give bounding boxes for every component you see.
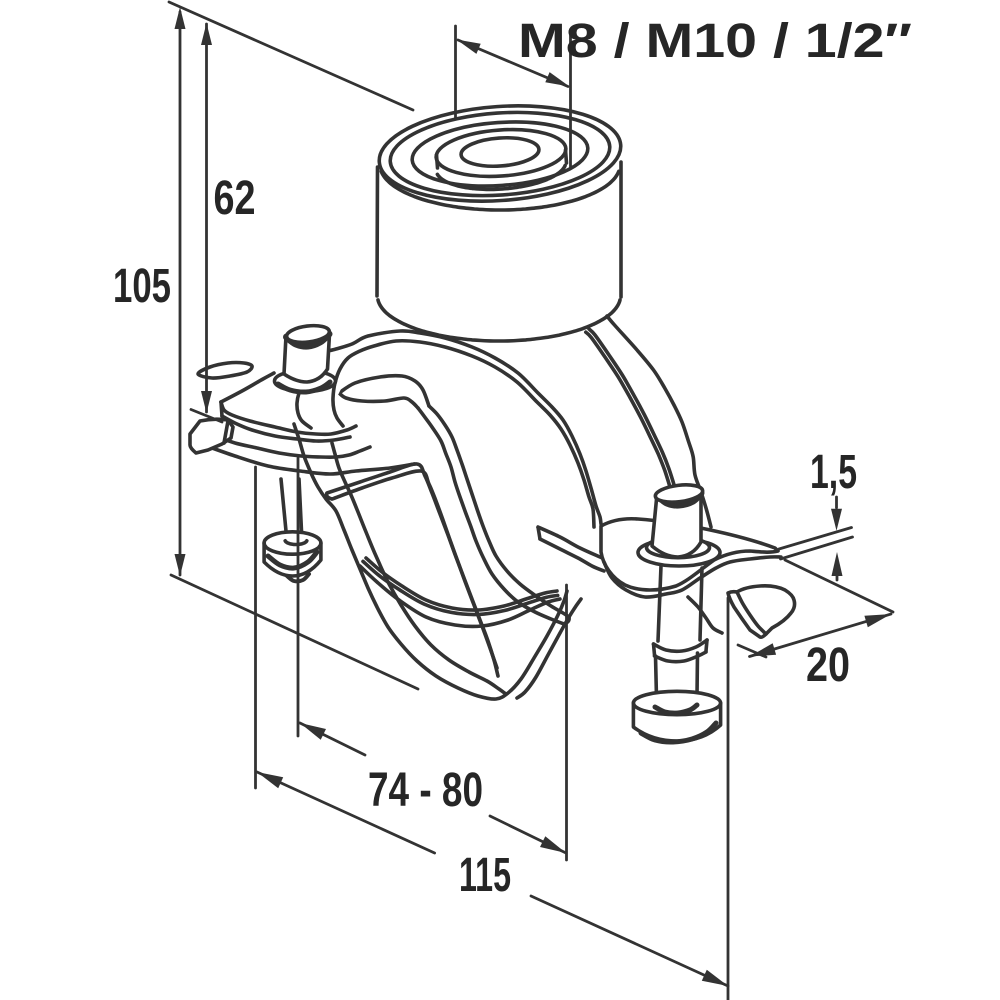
svg-text:20: 20 <box>806 639 850 692</box>
svg-text:74 - 80: 74 - 80 <box>368 764 483 817</box>
svg-text:62: 62 <box>214 172 256 225</box>
svg-text:1,5: 1,5 <box>810 446 857 499</box>
svg-text:M8 / M10 / 1/2″: M8 / M10 / 1/2″ <box>518 15 912 68</box>
svg-text:105: 105 <box>113 260 171 313</box>
svg-text:115: 115 <box>459 849 511 902</box>
